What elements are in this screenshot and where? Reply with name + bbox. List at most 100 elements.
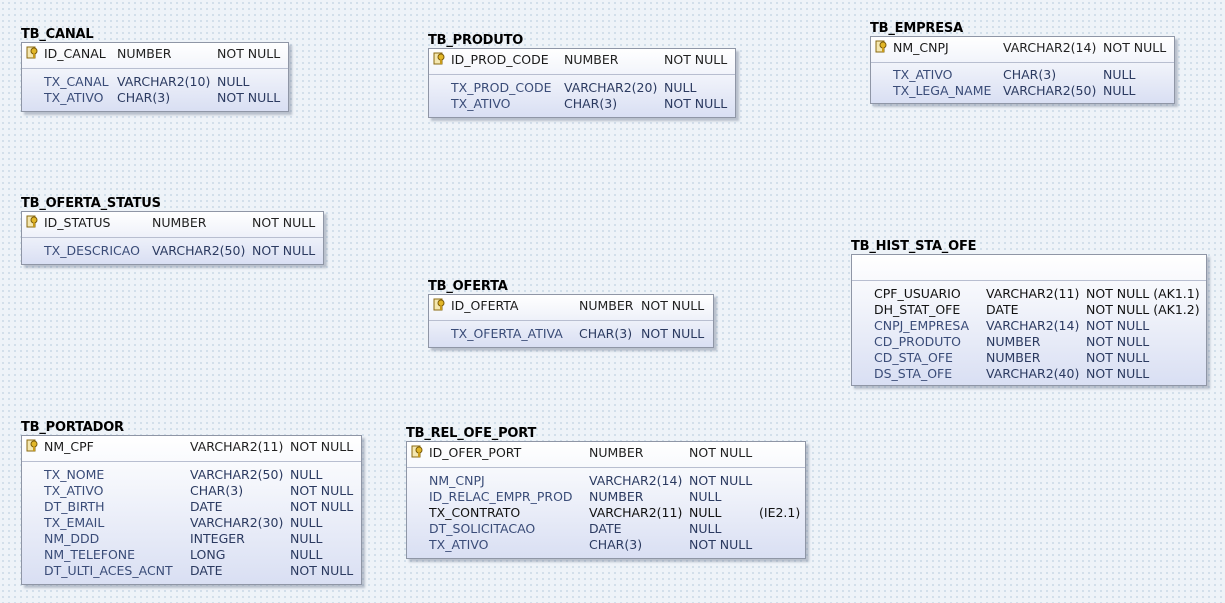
column-type: VARCHAR2(30)	[190, 515, 284, 530]
column-name: ID_RELAC_EMPR_PROD	[429, 489, 573, 504]
column-null: NOT NULL	[1086, 318, 1150, 333]
column-type: NUMBER	[152, 215, 207, 230]
key-icon	[875, 40, 888, 53]
column-row[interactable]: TX_LEGA_NAME VARCHAR2(50) NULL	[871, 83, 1174, 99]
column-null: NOT NULL	[290, 439, 354, 454]
column-row[interactable]: TX_ATIVO CHAR(3) NOT NULL	[429, 96, 735, 112]
pk-row[interactable]: NM_CPF VARCHAR2(11) NOT NULL	[22, 439, 361, 455]
column-row[interactable]: TX_NOME VARCHAR2(50) NULL	[22, 467, 361, 483]
column-row[interactable]: TX_ATIVO CHAR(3) NOT NULL	[407, 537, 805, 553]
column-null: NULL	[290, 515, 323, 530]
column-name: ID_OFER_PORT	[429, 445, 522, 460]
column-row[interactable]: TX_OFERTA_ATIVA CHAR(3) NOT NULL	[429, 326, 713, 342]
column-null: NOT NULL	[641, 326, 705, 341]
column-null: NOT NULL	[689, 537, 753, 552]
column-null: NOT NULL	[252, 215, 316, 230]
column-type: VARCHAR2(50)	[190, 467, 284, 482]
column-row[interactable]: CD_STA_OFE NUMBER NOT NULL	[852, 350, 1206, 366]
pk-row[interactable]: NM_CNPJ VARCHAR2(14) NOT NULL	[871, 40, 1174, 56]
key-icon	[411, 445, 424, 458]
column-name: NM_CNPJ	[893, 40, 949, 55]
column-type: LONG	[190, 547, 226, 562]
column-row[interactable]: NM_DDD INTEGER NULL	[22, 531, 361, 547]
column-name: NM_DDD	[44, 531, 100, 546]
column-name: NM_CPF	[44, 439, 94, 454]
column-type: DATE	[190, 563, 223, 578]
column-row[interactable]: DH_STAT_OFE DATE NOT NULL (AK1.2)	[852, 302, 1206, 318]
key-icon	[26, 439, 39, 452]
column-name: TX_OFERTA_ATIVA	[451, 326, 563, 341]
column-null: NULL	[1103, 83, 1136, 98]
column-type: NUMBER	[589, 445, 644, 460]
entity-title: TB_EMPRESA	[870, 21, 963, 36]
column-row[interactable]: TX_ATIVO CHAR(3) NOT NULL	[22, 90, 288, 106]
column-null: NULL	[1103, 67, 1136, 82]
column-type: CHAR(3)	[190, 483, 244, 498]
column-name: NM_TELEFONE	[44, 547, 136, 562]
column-null: NOT NULL	[290, 563, 354, 578]
pk-row[interactable]: ID_PROD_CODE NUMBER NOT NULL	[429, 52, 735, 68]
column-type: NUMBER	[986, 350, 1041, 365]
column-type: VARCHAR2(14)	[1003, 40, 1097, 55]
column-name: DT_BIRTH	[44, 499, 105, 514]
column-name: TX_ATIVO	[44, 90, 104, 105]
entity-title: TB_HIST_STA_OFE	[851, 239, 977, 254]
column-type: NUMBER	[564, 52, 619, 67]
column-row[interactable]: TX_CONTRATO VARCHAR2(11) NULL (IE2.1)	[407, 505, 805, 521]
column-type: CHAR(3)	[564, 96, 618, 111]
column-null: NOT NULL	[252, 243, 316, 258]
column-name: ID_OFERTA	[451, 298, 519, 313]
column-name: CNPJ_EMPRESA	[874, 318, 970, 333]
column-row[interactable]: TX_ATIVO CHAR(3) NULL	[871, 67, 1174, 83]
column-row[interactable]: TX_ATIVO CHAR(3) NOT NULL	[22, 483, 361, 499]
column-type: DATE	[190, 499, 223, 514]
pk-row[interactable]: ID_STATUS NUMBER NOT NULL	[22, 215, 323, 231]
column-row[interactable]: DT_ULTI_ACES_ACNT DATE NOT NULL	[22, 563, 361, 579]
column-type: VARCHAR2(40)	[986, 366, 1080, 381]
pk-row[interactable]: ID_OFERTA NUMBER NOT NULL	[429, 298, 713, 314]
column-type: DATE	[986, 302, 1019, 317]
column-null: NOT NULL (AK1.1)	[1086, 286, 1200, 301]
column-type: VARCHAR2(11)	[986, 286, 1080, 301]
column-type: VARCHAR2(50)	[152, 243, 246, 258]
column-name: NM_CNPJ	[429, 473, 485, 488]
column-type: INTEGER	[190, 531, 245, 546]
column-name: ID_PROD_CODE	[451, 52, 549, 67]
column-key-marker: (IE2.1)	[759, 505, 801, 520]
column-null: NOT NULL	[217, 46, 281, 61]
column-null: NOT NULL	[290, 499, 354, 514]
column-null: NULL	[689, 505, 722, 520]
pk-row[interactable]: ID_OFER_PORT NUMBER NOT NULL	[407, 445, 805, 461]
column-row[interactable]: TX_PROD_CODE VARCHAR2(20) NULL	[429, 80, 735, 96]
column-name: TX_ATIVO	[429, 537, 489, 552]
column-null: NOT NULL	[1103, 40, 1167, 55]
column-row[interactable]: CNPJ_EMPRESA VARCHAR2(14) NOT NULL	[852, 318, 1206, 334]
column-name: DS_STA_OFE	[874, 366, 953, 381]
column-row[interactable]: TX_CANAL VARCHAR2(10) NULL	[22, 74, 288, 90]
column-row[interactable]: TX_EMAIL VARCHAR2(30) NULL	[22, 515, 361, 531]
pk-row[interactable]: ID_CANAL NUMBER NOT NULL	[22, 46, 288, 62]
key-icon	[433, 298, 446, 311]
column-name: CD_PRODUTO	[874, 334, 961, 349]
column-row[interactable]: DT_SOLICITACAO DATE NULL	[407, 521, 805, 537]
column-row[interactable]: DS_STA_OFE VARCHAR2(40) NOT NULL	[852, 366, 1206, 382]
column-type: VARCHAR2(50)	[1003, 83, 1097, 98]
column-row[interactable]: TX_DESCRICAO VARCHAR2(50) NOT NULL	[22, 243, 323, 259]
column-name: CPF_USUARIO	[874, 286, 961, 301]
column-row[interactable]: DT_BIRTH DATE NOT NULL	[22, 499, 361, 515]
column-name: CD_STA_OFE	[874, 350, 953, 365]
column-null: NULL	[290, 467, 323, 482]
column-row[interactable]: CPF_USUARIO VARCHAR2(11) NOT NULL (AK1.1…	[852, 286, 1206, 302]
column-row[interactable]: ID_RELAC_EMPR_PROD NUMBER NULL	[407, 489, 805, 505]
key-icon	[433, 52, 446, 65]
column-name: DT_SOLICITACAO	[429, 521, 536, 536]
column-row[interactable]: NM_CNPJ VARCHAR2(14) NOT NULL	[407, 473, 805, 489]
column-type: VARCHAR2(11)	[190, 439, 284, 454]
column-row[interactable]: CD_PRODUTO NUMBER NOT NULL	[852, 334, 1206, 350]
column-row[interactable]: NM_TELEFONE LONG NULL	[22, 547, 361, 563]
entity-title: TB_PRODUTO	[428, 33, 524, 48]
column-name: TX_PROD_CODE	[451, 80, 552, 95]
column-null: NOT NULL	[1086, 334, 1150, 349]
column-name: TX_EMAIL	[44, 515, 105, 530]
column-name: TX_ATIVO	[44, 483, 104, 498]
